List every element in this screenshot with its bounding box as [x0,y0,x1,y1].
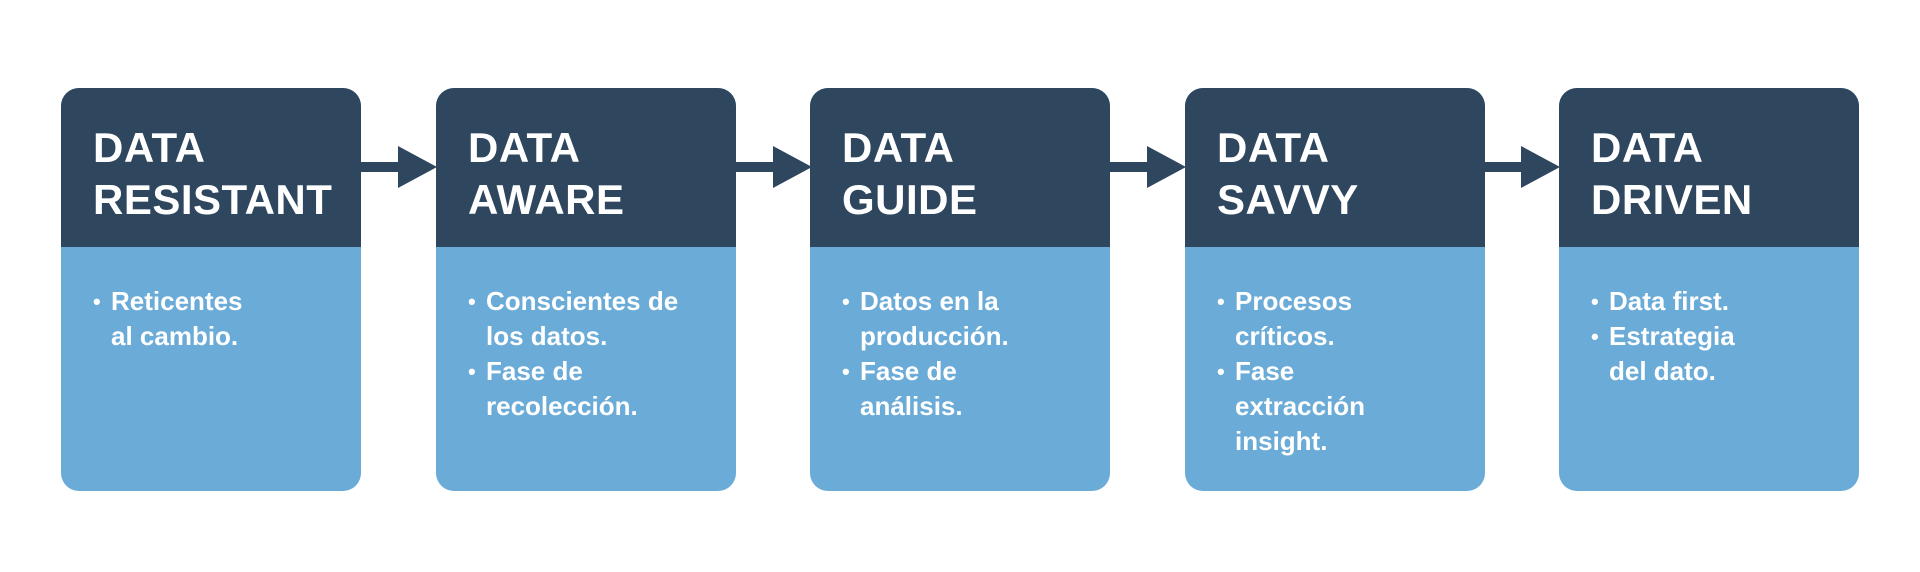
stage-title-line2: RESISTANT [93,176,333,223]
bullet-list: Datos en la producción. Fase de análisis… [842,284,1096,424]
bullet-line: Fase de [486,356,583,386]
stage-title-line2: DRIVEN [1591,176,1753,223]
bullet-item: Procesos críticos. [1217,284,1471,354]
bullet-line: análisis. [860,391,963,421]
stage-header: DATA AWARE [436,88,736,247]
stage-title-line1: DATA [1217,124,1330,171]
bullet-line: extracción [1235,391,1366,421]
bullet-list: Procesos críticos. Fase extracción insig… [1217,284,1471,459]
stage-title: DATA SAVVY [1217,122,1485,226]
stage-title: DATA GUIDE [842,122,1110,226]
stage-header: DATA DRIVEN [1559,88,1859,247]
stage-header: DATA SAVVY [1185,88,1485,247]
bullet-item: Conscientes de los datos. [468,284,722,354]
arrow-right-icon [361,146,437,188]
stage-title-line1: DATA [468,124,581,171]
arrow-right-icon [1110,146,1186,188]
bullet-item: Data first. [1591,284,1845,319]
bullet-line: Estrategia [1609,321,1735,351]
stage-title: DATA RESISTANT [93,122,361,226]
stage-title-line1: DATA [93,124,206,171]
arrow-right-icon [1484,146,1560,188]
stage-body: Conscientes de los datos. Fase de recole… [436,247,736,424]
stage-body: Reticentes al cambio. [61,247,361,354]
stage-card-data-aware: DATA AWARE Conscientes de los datos. Fas… [436,88,736,491]
stage-title-line2: GUIDE [842,176,978,223]
stage-body: Procesos críticos. Fase extracción insig… [1185,247,1485,459]
bullet-line: los datos. [486,321,608,351]
bullet-line: Conscientes de [486,286,679,316]
stage-title-line2: SAVVY [1217,176,1359,223]
bullet-line: al cambio. [111,321,239,351]
bullet-line: Data first. [1609,286,1729,316]
bullet-line: críticos. [1235,321,1335,351]
stage-card-data-driven: DATA DRIVEN Data first. Estrategia del d… [1559,88,1859,491]
stage-title-line2: AWARE [468,176,625,223]
stage-header: DATA GUIDE [810,88,1110,247]
bullet-line: insight. [1235,426,1328,456]
stage-title: DATA DRIVEN [1591,122,1859,226]
bullet-line: Datos en la [860,286,999,316]
bullet-item: Reticentes al cambio. [93,284,347,354]
bullet-line: Procesos [1235,286,1353,316]
stage-body: Datos en la producción. Fase de análisis… [810,247,1110,424]
bullet-line: producción. [860,321,1009,351]
bullet-line: Fase [1235,356,1295,386]
bullet-item: Fase de recolección. [468,354,722,424]
bullet-line: Fase de [860,356,957,386]
stage-title-line1: DATA [842,124,955,171]
arrow-right-icon [736,146,812,188]
bullet-list: Data first. Estrategia del dato. [1591,284,1845,389]
stage-title: DATA AWARE [468,122,736,226]
stage-card-data-resistant: DATA RESISTANT Reticentes al cambio. [61,88,361,491]
bullet-line: Reticentes [111,286,243,316]
bullet-item: Fase extracción insight. [1217,354,1471,459]
bullet-line: recolección. [486,391,638,421]
bullet-line: del dato. [1609,356,1716,386]
stage-card-data-savvy: DATA SAVVY Procesos críticos. Fase extra… [1185,88,1485,491]
bullet-list: Conscientes de los datos. Fase de recole… [468,284,722,424]
stage-card-data-guide: DATA GUIDE Datos en la producción. Fase … [810,88,1110,491]
bullet-item: Datos en la producción. [842,284,1096,354]
stage-title-line1: DATA [1591,124,1704,171]
stage-header: DATA RESISTANT [61,88,361,247]
bullet-list: Reticentes al cambio. [93,284,347,354]
bullet-item: Estrategia del dato. [1591,319,1845,389]
stage-body: Data first. Estrategia del dato. [1559,247,1859,389]
bullet-item: Fase de análisis. [842,354,1096,424]
